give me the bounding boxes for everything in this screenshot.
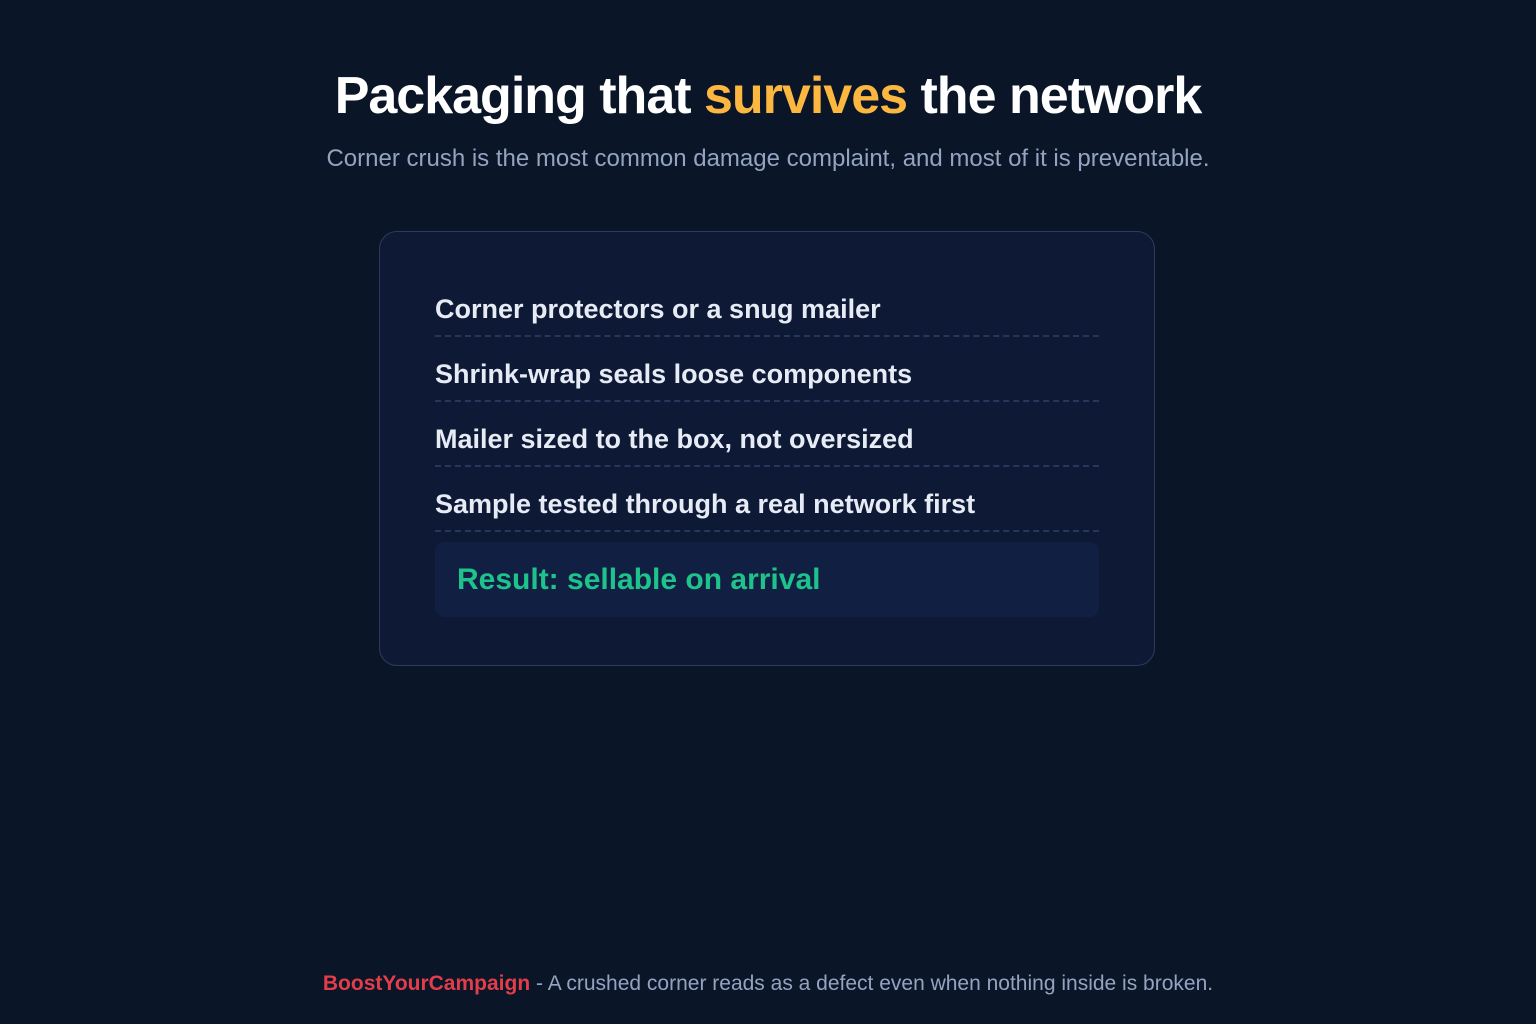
page-title: Packaging that survives the network bbox=[0, 64, 1536, 128]
title-prefix: Packaging that bbox=[334, 67, 704, 125]
title-suffix: the network bbox=[907, 67, 1202, 125]
checklist-item: Corner protectors or a snug mailer bbox=[435, 272, 1099, 337]
checklist-item: Mailer sized to the box, not oversized bbox=[435, 402, 1099, 467]
footer-text: A crushed corner reads as a defect even … bbox=[547, 972, 1214, 995]
title-accent: survives bbox=[704, 67, 908, 125]
result-box: Result: sellable on arrival bbox=[435, 542, 1099, 617]
footer-separator: - bbox=[530, 972, 548, 995]
checklist-item: Sample tested through a real network fir… bbox=[435, 467, 1099, 532]
page-subtitle: Corner crush is the most common damage c… bbox=[326, 145, 1210, 172]
checklist-card: Corner protectors or a snug mailer Shrin… bbox=[379, 231, 1155, 666]
header: Packaging that survives the network Corn… bbox=[0, 64, 1536, 174]
checklist: Corner protectors or a snug mailer Shrin… bbox=[435, 272, 1099, 532]
brand-name: BoostYourCampaign bbox=[322, 972, 531, 995]
checklist-item: Shrink-wrap seals loose components bbox=[435, 337, 1099, 402]
result-text: Result: sellable on arrival bbox=[457, 563, 821, 596]
footer: BoostYourCampaign - A crushed corner rea… bbox=[0, 970, 1536, 998]
